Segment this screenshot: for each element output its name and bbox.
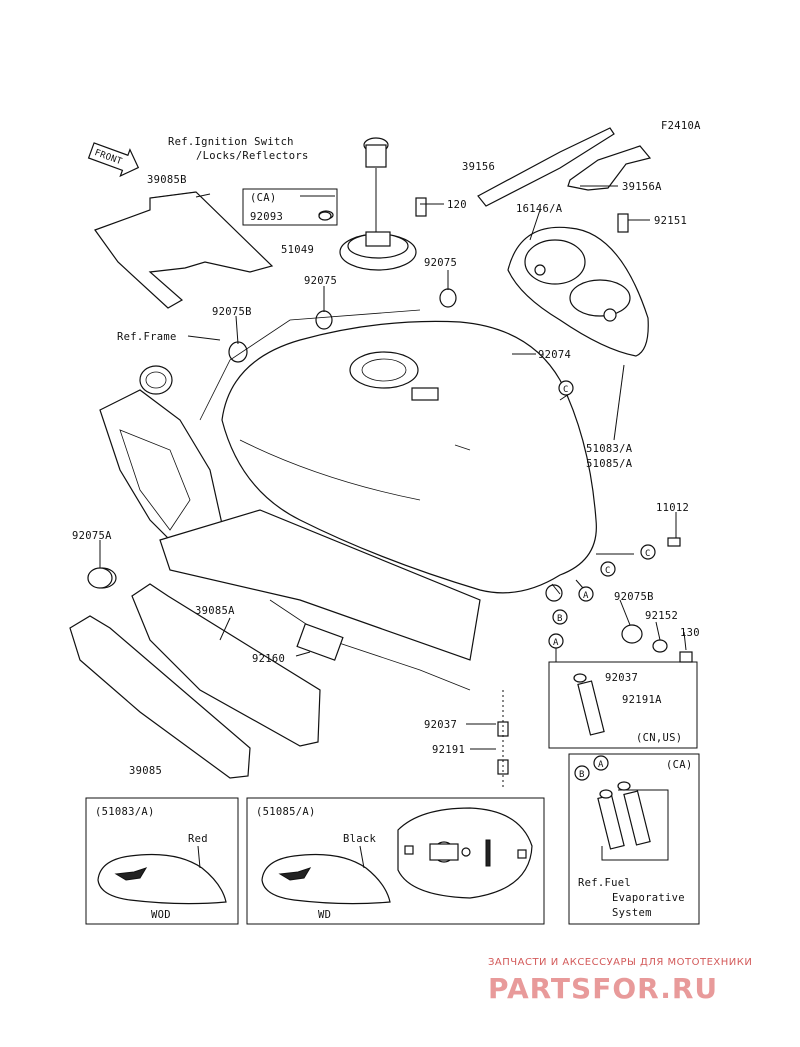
ref-frame: Ref.Frame [117,331,177,343]
variant-left-title: (51083/A) [95,806,155,818]
figure-code: F2410A [661,120,701,132]
label-51085A: 51085/A [586,458,633,470]
leader-lines [99,185,687,750]
fuel-cap-shape [339,137,417,271]
callout-b-mid [552,609,568,625]
label-51083A: 51083/A [586,443,633,455]
pad-39085B-shape [94,191,274,309]
callout-b-ca-label: B [579,770,585,780]
callout-c-right [640,544,656,560]
variant-left-box [85,797,239,925]
ref-ignition-line2: /Locks/Reflectors [196,150,309,162]
callout-c-mid [600,561,616,577]
label-92152: 92152 [645,610,678,622]
label-39085A: 39085A [195,605,235,617]
label-120: 120 [447,199,467,211]
callout-a-box [548,633,564,649]
label-92075A: 92075A [72,530,112,542]
hose-stubs [497,690,509,790]
label-92037-box: 92037 [605,672,638,684]
label-cn-us: (CN,US) [636,732,682,744]
callout-c-top [558,380,574,396]
label-92151: 92151 [654,215,687,227]
label-39156: 39156 [462,161,495,173]
ca-bottom-box [568,753,700,925]
ca-top-box [242,188,338,226]
label-51049: 51049 [281,244,314,256]
label-92074: 92074 [538,349,571,361]
lower-hardware [87,537,693,663]
callout-a-mid-label: A [583,591,589,601]
ca-bottom-label: (CA) [666,759,693,771]
label-92160: 92160 [252,653,285,665]
ca-top-label: (CA) [250,192,277,204]
watermark-brand: PARTSFOR.RU [488,972,718,1005]
front-arrow: FRONT [87,142,140,178]
label-92075B-right: 92075B [614,591,654,603]
ref-fuel-line1: Ref.Fuel [578,877,631,889]
label-11012: 11012 [656,502,689,514]
frame-shape [87,309,481,691]
evap-hoses-shape [597,781,669,861]
callout-a-mid [578,586,594,602]
label-92191: 92191 [432,744,465,756]
label-92037: 92037 [424,719,457,731]
label-39085: 39085 [129,765,162,777]
callout-b-ca [574,765,590,781]
trim-39156-shape [477,127,652,207]
label-92075-left: 92075 [304,275,337,287]
label-92075-right: 92075 [424,257,457,269]
label-39085B: 39085B [147,174,187,186]
callout-a-box-label: A [553,638,559,648]
label-16146A: 16146/A [516,203,563,215]
label-92075B-left: 92075B [212,306,252,318]
variant-left-tank-shape [97,845,227,905]
watermark-tagline: ЗАПЧАСТИ И АКСЕССУАРЫ ДЛЯ МОТОТЕХНИКИ [488,957,752,968]
label-130: 130 [680,627,700,639]
callout-c-mid-label: C [605,566,611,576]
variant-right-color: Black [343,833,376,845]
cn-us-box [548,661,698,749]
fuel-tank-shape [221,320,597,594]
callout-a-ca [593,755,609,771]
variant-right-box [246,797,545,925]
variant-right-code: WD [318,909,331,921]
callout-c-right-label: C [645,549,651,559]
callout-b-mid-label: B [557,614,563,624]
variant-left-color: Red [188,833,208,845]
ref-ignition-line1: Ref.Ignition Switch [168,136,294,148]
washer-92093 [318,211,332,221]
label-39156A: 39156A [622,181,662,193]
hose-92191A-shape [573,673,605,736]
variant-right-title: (51085/A) [256,806,316,818]
label-92093: 92093 [250,211,283,223]
side-pads-shape [69,583,321,779]
ref-fuel-line2: Evaporative [612,892,685,904]
label-92191A: 92191A [622,694,662,706]
variant-right-tank-shape [261,807,533,905]
meter-panel-shape [507,226,649,357]
ref-fuel-line3: System [612,907,652,919]
callout-a-ca-label: A [598,760,604,770]
callout-c-top-label: C [563,385,569,395]
variant-left-code: WOD [151,909,171,921]
